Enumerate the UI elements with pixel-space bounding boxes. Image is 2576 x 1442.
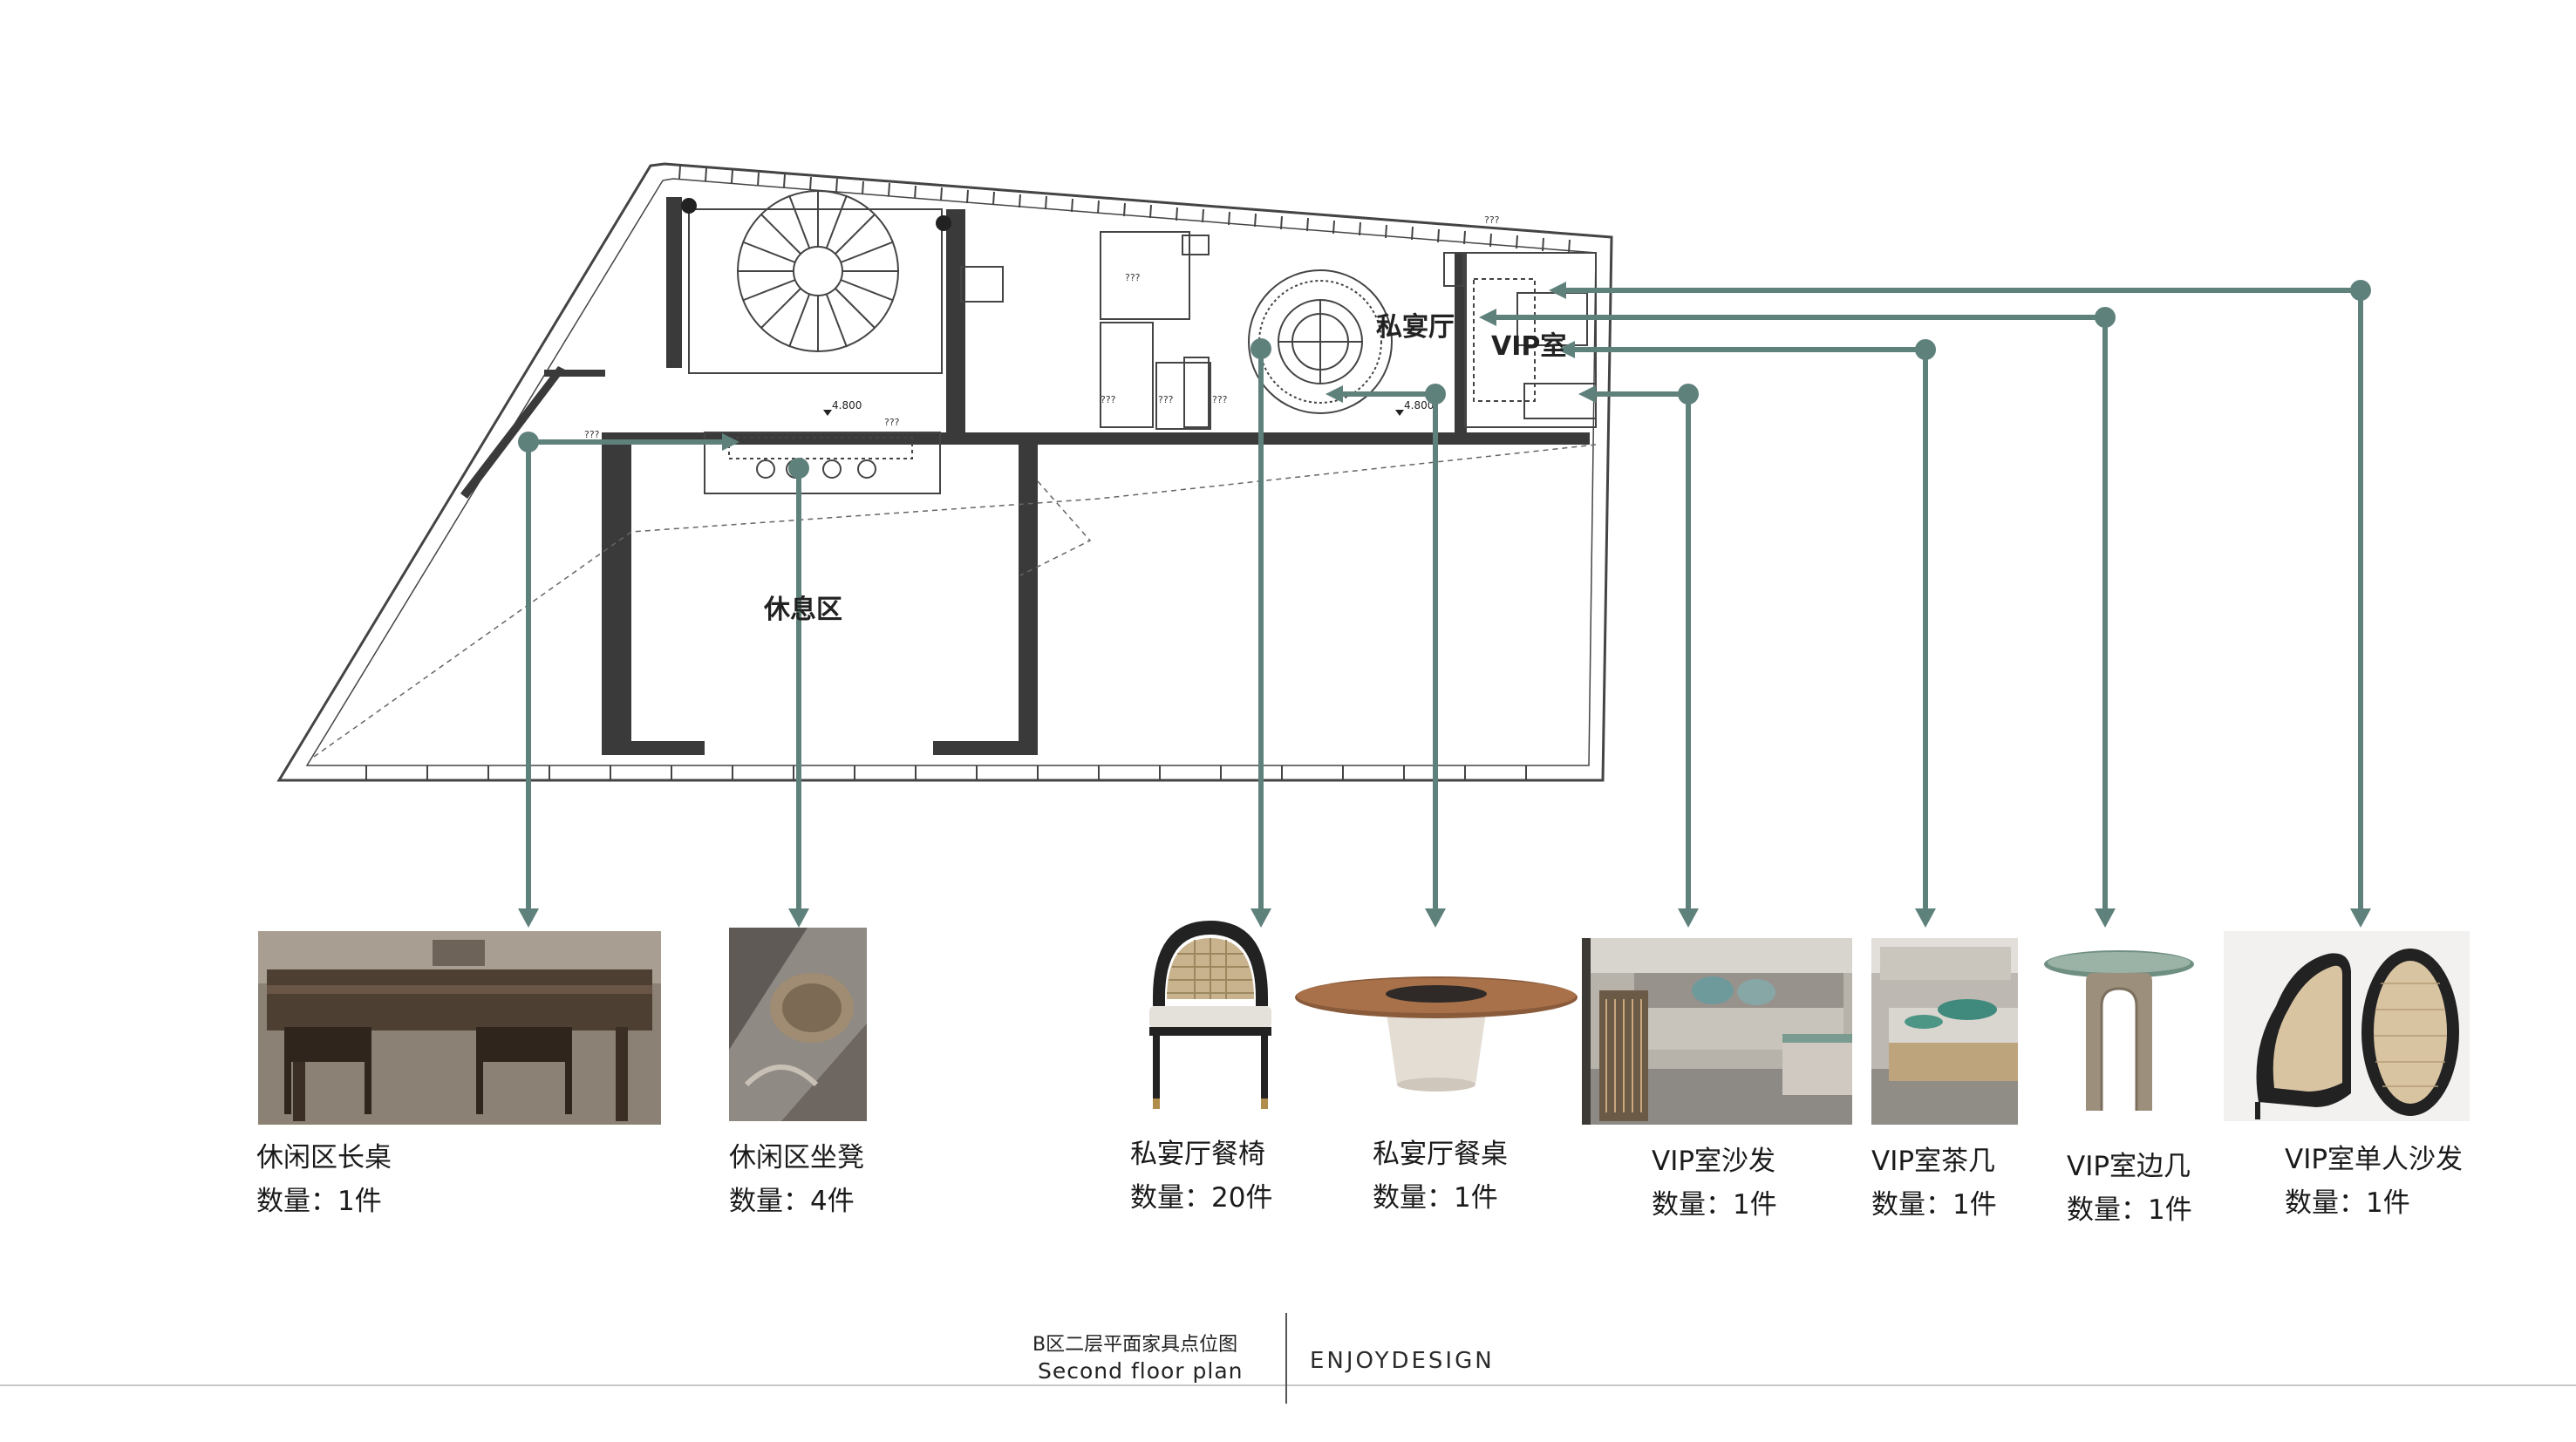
plan-tags: ??? ??? ??? ??? ??? ??? ??? <box>584 214 1500 440</box>
item-qty: 数量：4件 <box>729 1186 855 1217</box>
item-name: 私宴厅餐椅 <box>1130 1139 1265 1170</box>
sheet-title: B区二层平面家具点位图 <box>1032 1334 1238 1356</box>
connector-lines <box>526 288 2363 912</box>
plan-tag: ??? <box>1158 394 1174 405</box>
item-qty: 数量：1件 <box>1373 1182 1498 1214</box>
sofa-photo <box>1582 938 1852 1125</box>
room-label-private-dining: 私宴厅 <box>1376 312 1455 343</box>
plan-tag: ??? <box>1101 394 1116 405</box>
item-name: VIP室沙发 <box>1652 1146 1776 1177</box>
plan-tag: ??? <box>1212 394 1228 405</box>
spiral-staircase <box>688 190 943 374</box>
connector-dots <box>518 280 2371 479</box>
level-marks: 4.800 4.800 <box>823 399 1434 416</box>
sheet-subtitle: Second floor plan <box>1038 1358 1244 1384</box>
bottom-facade-ticks <box>365 765 1527 780</box>
item-name: 休闲区长桌 <box>256 1142 392 1173</box>
round-dining-table <box>1248 269 1393 414</box>
room-label-vip: VIP室 <box>1491 331 1567 362</box>
item-qty: 数量：1件 <box>2285 1187 2410 1219</box>
item-name: 私宴厅餐桌 <box>1373 1139 1508 1170</box>
item-qty: 数量：1件 <box>256 1186 382 1217</box>
hatched-walls <box>460 197 1590 755</box>
coffee-table-photo <box>1871 938 2018 1125</box>
item-name: VIP室茶几 <box>1871 1146 1996 1177</box>
footer-rule <box>0 1384 2576 1386</box>
dashed-lines <box>313 444 1597 758</box>
connector-arrowheads <box>518 282 2371 928</box>
item-name: VIP室单人沙发 <box>2285 1144 2464 1175</box>
plan-tag: ??? <box>884 417 900 428</box>
lounge-chair-photo <box>2224 931 2470 1121</box>
building-outline <box>276 162 1613 782</box>
column-marker <box>681 198 697 214</box>
long-table-photo <box>258 931 661 1125</box>
item-qty: 数量：1件 <box>1871 1189 1997 1221</box>
service-rooms <box>704 231 1597 494</box>
footer-divider <box>1285 1313 1287 1404</box>
dining-table-photo <box>1295 976 1578 1092</box>
side-table-photo <box>2044 950 2194 1111</box>
item-qty: 数量：20件 <box>1130 1182 1273 1214</box>
level-mark-2: 4.800 <box>1404 399 1434 412</box>
brand-logo: ENJOYDESIGN <box>1310 1348 1495 1374</box>
plan-tag: ??? <box>1125 272 1141 283</box>
plan-tag: ??? <box>1484 214 1500 226</box>
item-qty: 数量：1件 <box>2067 1194 2192 1226</box>
dining-chair-photo <box>1149 921 1271 1109</box>
plan-tag: ??? <box>584 429 600 440</box>
level-mark-1: 4.800 <box>832 399 862 412</box>
stool-photo <box>729 928 867 1121</box>
item-name: 休闲区坐凳 <box>729 1142 864 1173</box>
facade-ticks <box>678 165 1571 254</box>
item-qty: 数量：1件 <box>1652 1189 1777 1221</box>
item-name: VIP室边几 <box>2067 1151 2191 1182</box>
room-label-lounge: 休息区 <box>764 595 842 625</box>
column-marker <box>936 215 951 231</box>
